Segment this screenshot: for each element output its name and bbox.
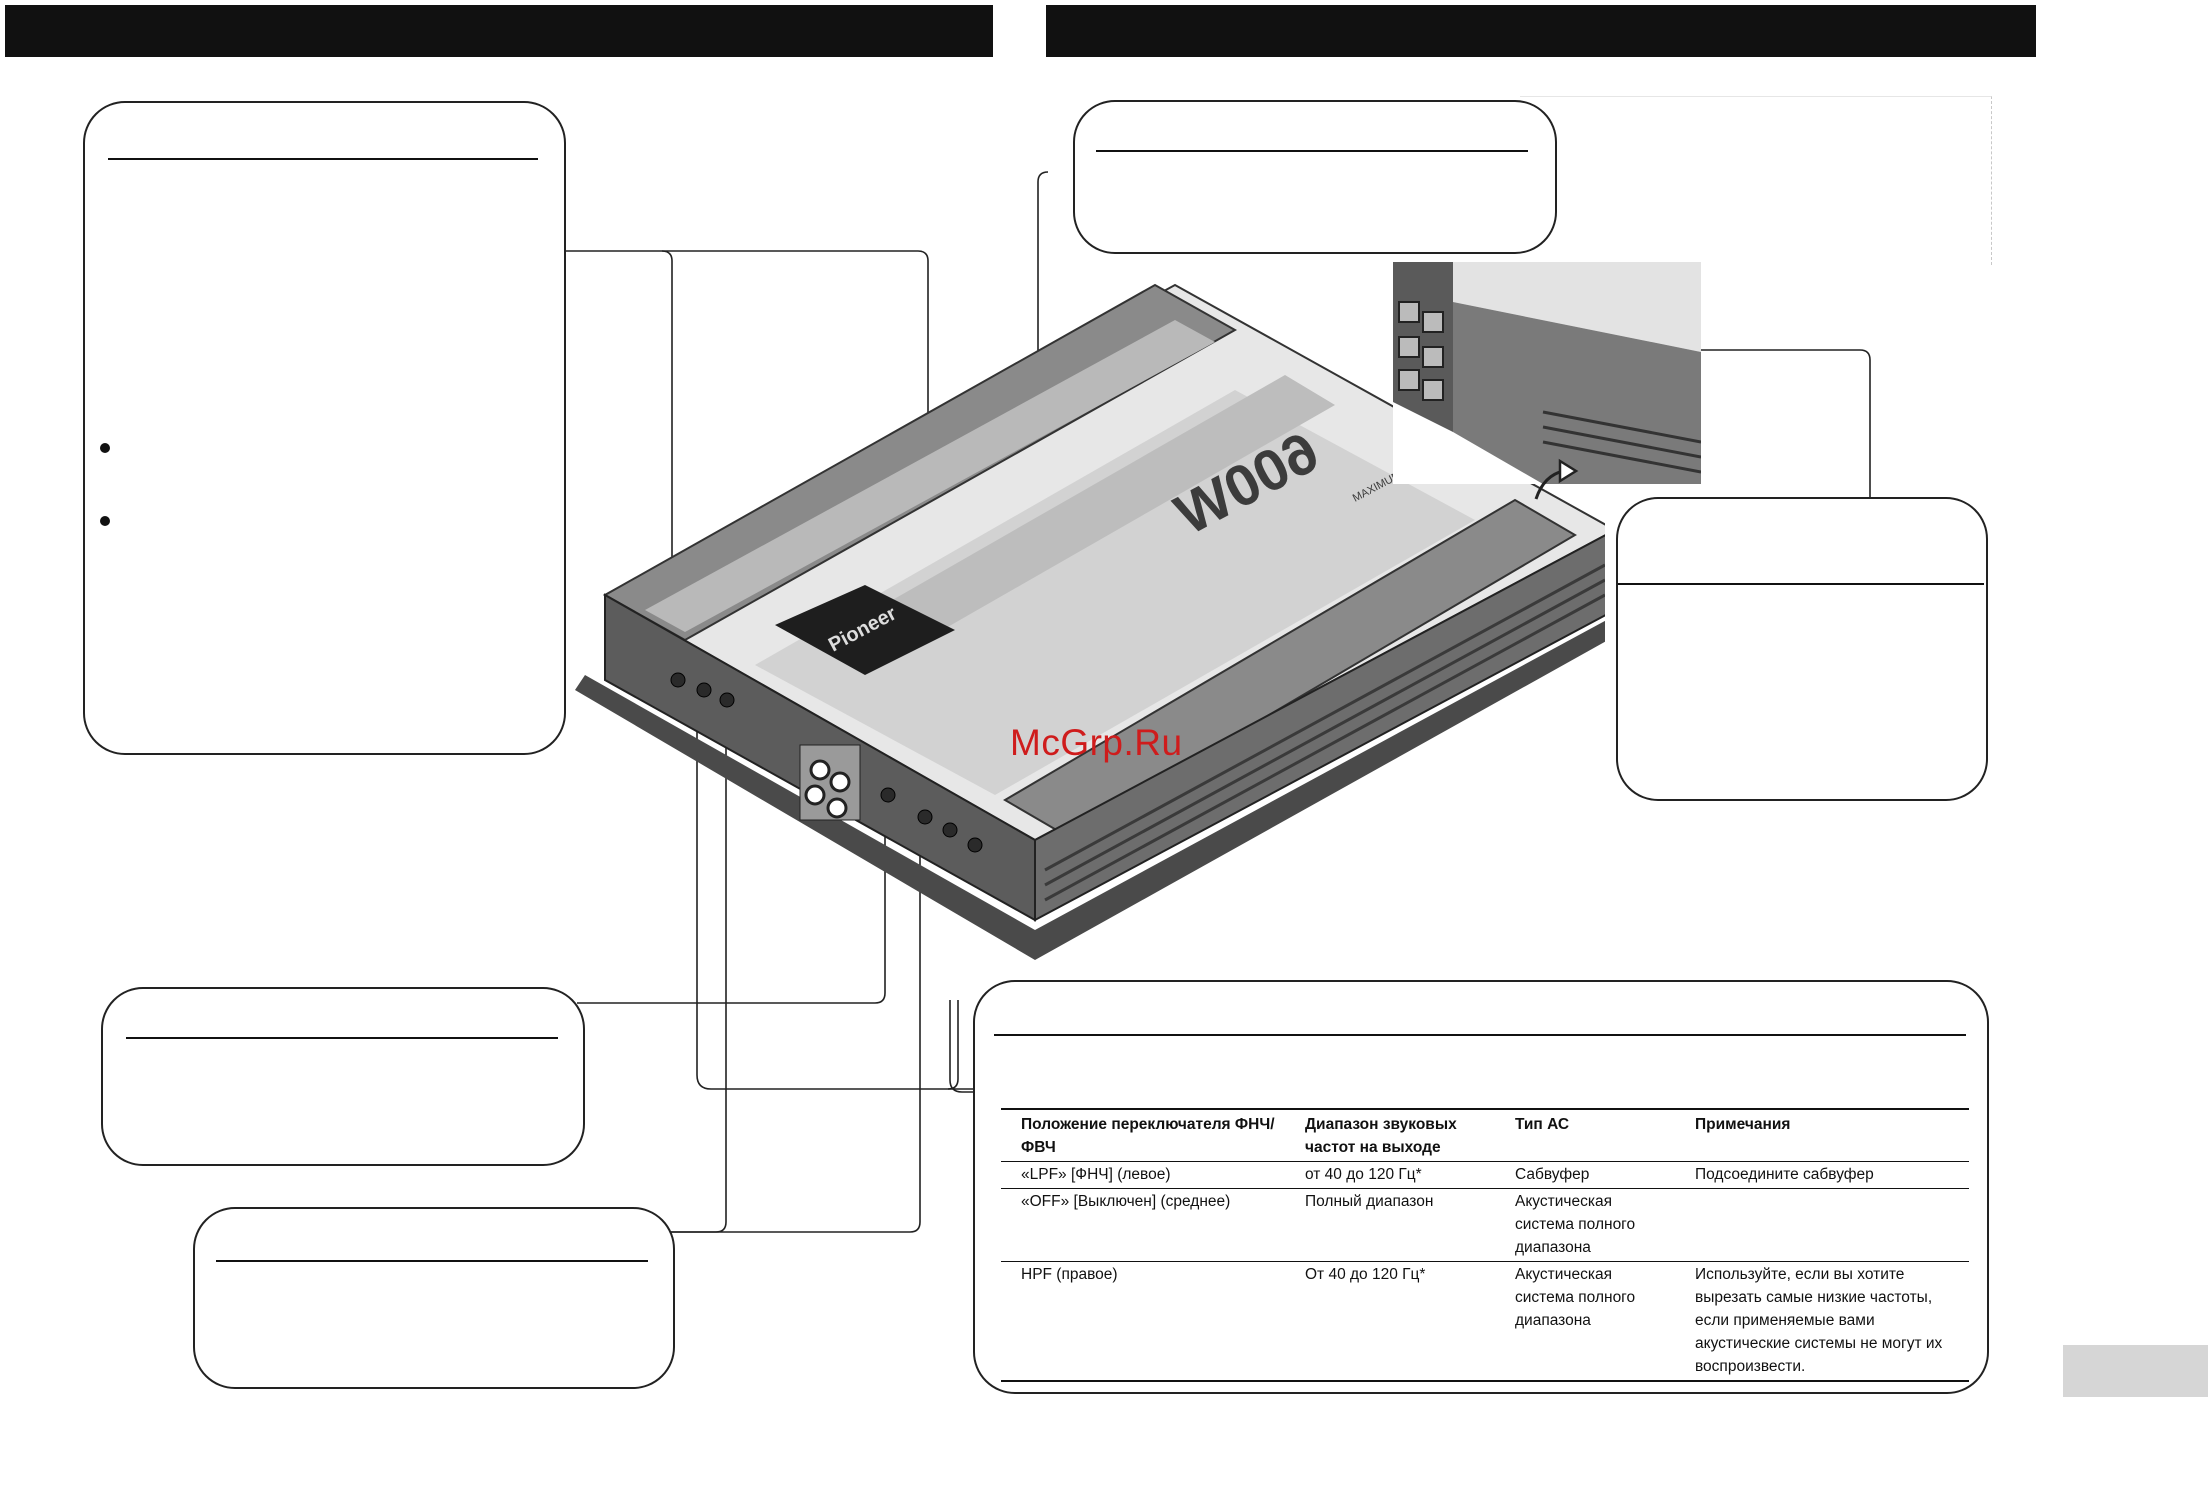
- bullet-dot: [100, 443, 110, 453]
- watermark-text: McGrp.Ru: [1010, 722, 1183, 763]
- table-cell: Акустическая система полного диапазона: [1495, 1188, 1675, 1262]
- table-cell: Полный диапазон: [1285, 1188, 1495, 1262]
- faint-frame: [1520, 96, 1992, 265]
- left-header-bar: [5, 5, 993, 57]
- right-header-bar: [1046, 5, 2036, 57]
- table-cell: HPF (правое): [1001, 1261, 1285, 1382]
- callout-box-bottom-left-1: [101, 987, 585, 1166]
- table-cell: «LPF» [ФНЧ] (левое): [1001, 1161, 1285, 1189]
- table-cell: Подсоедините сабвуфер: [1675, 1161, 1969, 1189]
- callout-bottom-left-1-rule: [126, 1037, 558, 1039]
- table-cell: Используйте, если вы хотите вырезать сам…: [1675, 1261, 1969, 1382]
- callout-bottom-left-2-rule: [216, 1260, 648, 1262]
- amplifier-illustration: Pioneer 600W MAXIMUM POWER: [575, 283, 1605, 960]
- callout-box-right-middle: [1616, 497, 1988, 801]
- table-row: HPF (правое) От 40 до 120 Гц* Акустическ…: [1001, 1261, 1969, 1382]
- table-row: «LPF» [ФНЧ] (левое) от 40 до 120 Гц* Саб…: [1001, 1161, 1969, 1189]
- callout-top-left-rule: [108, 158, 538, 160]
- table-header-cell: Тип АС: [1495, 1108, 1675, 1162]
- table-header-cell: Положение переключателя ФНЧ/ФВЧ: [1001, 1108, 1285, 1162]
- callout-top-right-rule: [1096, 150, 1528, 152]
- table-cell: Акустическая система полного диапазона: [1495, 1261, 1675, 1382]
- table-cell: От 40 до 120 Гц*: [1285, 1261, 1495, 1382]
- section-tab-marker: [2063, 1345, 2208, 1397]
- callout-box-top-left: [83, 101, 566, 755]
- filter-switch-table: Положение переключателя ФНЧ/ФВЧ Диапазон…: [1001, 1108, 1969, 1382]
- table-header-cell: Диапазон звуковых частот на выходе: [1285, 1108, 1495, 1162]
- table-header-cell: Примечания: [1675, 1108, 1969, 1162]
- table-row: «OFF» [Выключен] (среднее) Полный диапаз…: [1001, 1188, 1969, 1262]
- table-cell: Сабвуфер: [1495, 1161, 1675, 1189]
- callout-table-rule: [994, 1034, 1966, 1036]
- table-cell: от 40 до 120 Гц*: [1285, 1161, 1495, 1189]
- table-cell: [1675, 1188, 1969, 1262]
- callout-box-bottom-left-2: [193, 1207, 675, 1389]
- bullet-dot: [100, 516, 110, 526]
- callout-box-top-right: [1073, 100, 1557, 254]
- callout-right-middle-rule: [1618, 583, 1984, 585]
- table-header-row: Положение переключателя ФНЧ/ФВЧ Диапазон…: [1001, 1108, 1969, 1162]
- curved-arrow-icon: [1534, 458, 1579, 500]
- rear-panel-inset-illustration: [1393, 262, 1701, 484]
- table-cell: «OFF» [Выключен] (среднее): [1001, 1188, 1285, 1262]
